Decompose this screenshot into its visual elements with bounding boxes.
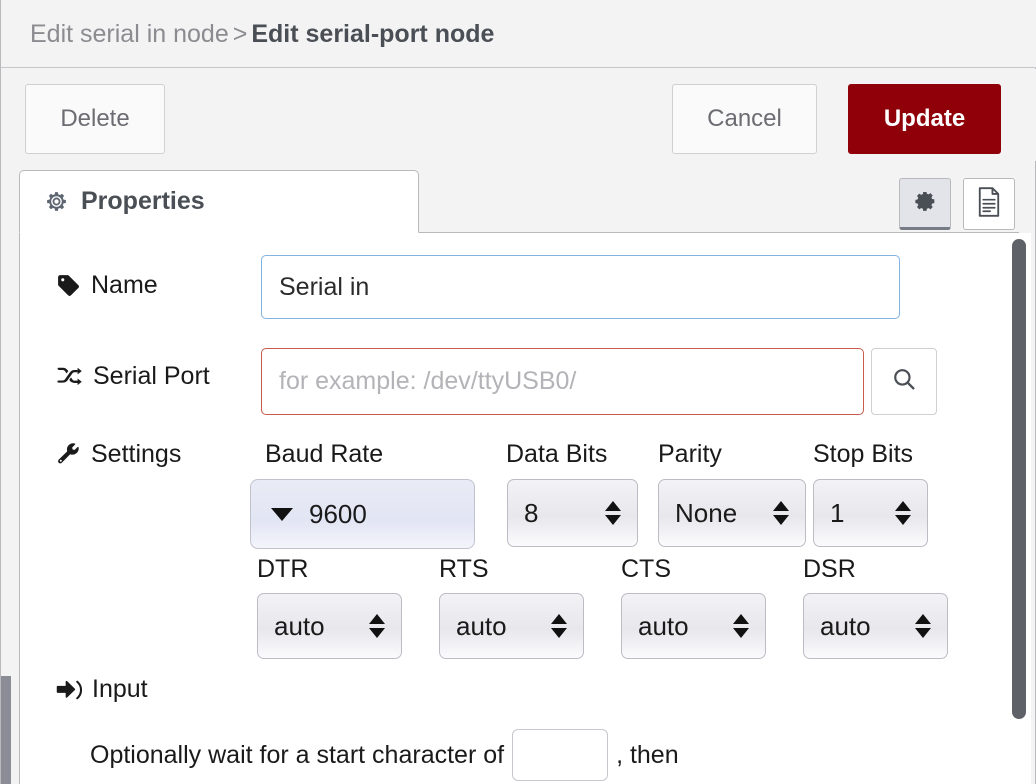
document-icon <box>976 186 1002 222</box>
parity-value: None <box>675 497 738 528</box>
stop-bits-value: 1 <box>830 497 845 528</box>
spinner-arrows-icon <box>605 501 621 525</box>
stop-bits-caption: Stop Bits <box>813 440 914 468</box>
search-icon <box>891 366 917 397</box>
dialog-action-bar: Delete Cancel Update <box>1 69 1036 161</box>
rts-caption: RTS <box>439 555 489 583</box>
cts-caption: CTS <box>621 555 671 583</box>
dsr-value: auto <box>820 610 871 641</box>
update-button[interactable]: Update <box>848 84 1001 154</box>
name-input[interactable] <box>261 255 900 319</box>
dsr-caption: DSR <box>803 555 856 583</box>
dtr-caption: DTR <box>257 555 309 583</box>
tab-properties-label: Properties <box>81 187 205 215</box>
dsr-select[interactable]: auto <box>803 593 948 659</box>
delete-button[interactable]: Delete <box>25 84 165 154</box>
start-character-suffix-text: , then <box>616 740 679 769</box>
input-section-label-text: Input <box>92 675 148 703</box>
name-label-text: Name <box>91 271 158 299</box>
gear-icon <box>44 189 69 214</box>
sign-in-icon <box>56 678 82 702</box>
data-bits-select[interactable]: 8 <box>507 479 638 547</box>
parity-select[interactable]: None <box>658 479 806 547</box>
baud-rate-select[interactable]: 9600 <box>250 479 475 549</box>
breadcrumb: Edit serial in node>Edit serial-port nod… <box>30 17 494 51</box>
start-character-prefix-text: Optionally wait for a start character of <box>90 740 505 769</box>
spinner-arrows-icon <box>915 614 931 638</box>
baud-rate-caption: Baud Rate <box>265 440 384 468</box>
start-character-input[interactable] <box>512 729 609 781</box>
data-bits-caption: Data Bits <box>506 440 608 468</box>
chevron-down-icon <box>271 507 293 521</box>
serial-port-label: Serial Port <box>56 362 210 391</box>
baud-rate-value: 9600 <box>309 498 367 529</box>
tab-icon-description-button[interactable] <box>963 178 1015 230</box>
stop-bits-select[interactable]: 1 <box>813 479 928 547</box>
tag-icon <box>56 273 81 298</box>
spinner-arrows-icon <box>733 614 749 638</box>
rts-value: auto <box>456 610 507 641</box>
shuffle-icon <box>56 364 83 389</box>
tab-icon-properties-button[interactable] <box>899 178 951 230</box>
settings-label: Settings <box>56 440 181 469</box>
wrench-icon <box>56 442 81 467</box>
cts-select[interactable]: auto <box>621 593 766 659</box>
spinner-arrows-icon <box>895 501 911 525</box>
data-bits-value: 8 <box>524 497 539 528</box>
serial-port-label-text: Serial Port <box>93 362 210 390</box>
dtr-select[interactable]: auto <box>257 593 402 659</box>
input-section-label: Input <box>56 675 148 704</box>
spinner-arrows-icon <box>551 614 567 638</box>
cancel-button[interactable]: Cancel <box>672 84 817 154</box>
name-label: Name <box>56 271 158 300</box>
breadcrumb-parent[interactable]: Edit serial in node <box>30 20 229 48</box>
settings-label-text: Settings <box>91 440 182 468</box>
dtr-value: auto <box>274 610 325 641</box>
breadcrumb-current: Edit serial-port node <box>251 20 495 48</box>
serial-port-input[interactable] <box>261 348 864 415</box>
spinner-arrows-icon <box>773 501 789 525</box>
start-character-row: Optionally wait for a start character of… <box>90 729 679 781</box>
tab-properties[interactable]: Properties <box>19 170 419 233</box>
tab-strip: Properties <box>19 170 1019 233</box>
rts-select[interactable]: auto <box>439 593 584 659</box>
breadcrumb-separator: > <box>232 20 248 48</box>
dialog-header: Edit serial in node>Edit serial-port nod… <box>1 0 1036 68</box>
parity-caption: Parity <box>658 440 722 468</box>
page-scrollbar-thumb[interactable] <box>1 676 11 784</box>
properties-form: Name Serial Port <box>19 233 1019 784</box>
serial-port-search-button[interactable] <box>871 348 937 415</box>
vertical-scrollbar-thumb[interactable] <box>1012 239 1026 719</box>
cts-value: auto <box>638 610 689 641</box>
gear-icon <box>912 188 938 219</box>
spinner-arrows-icon <box>369 614 385 638</box>
